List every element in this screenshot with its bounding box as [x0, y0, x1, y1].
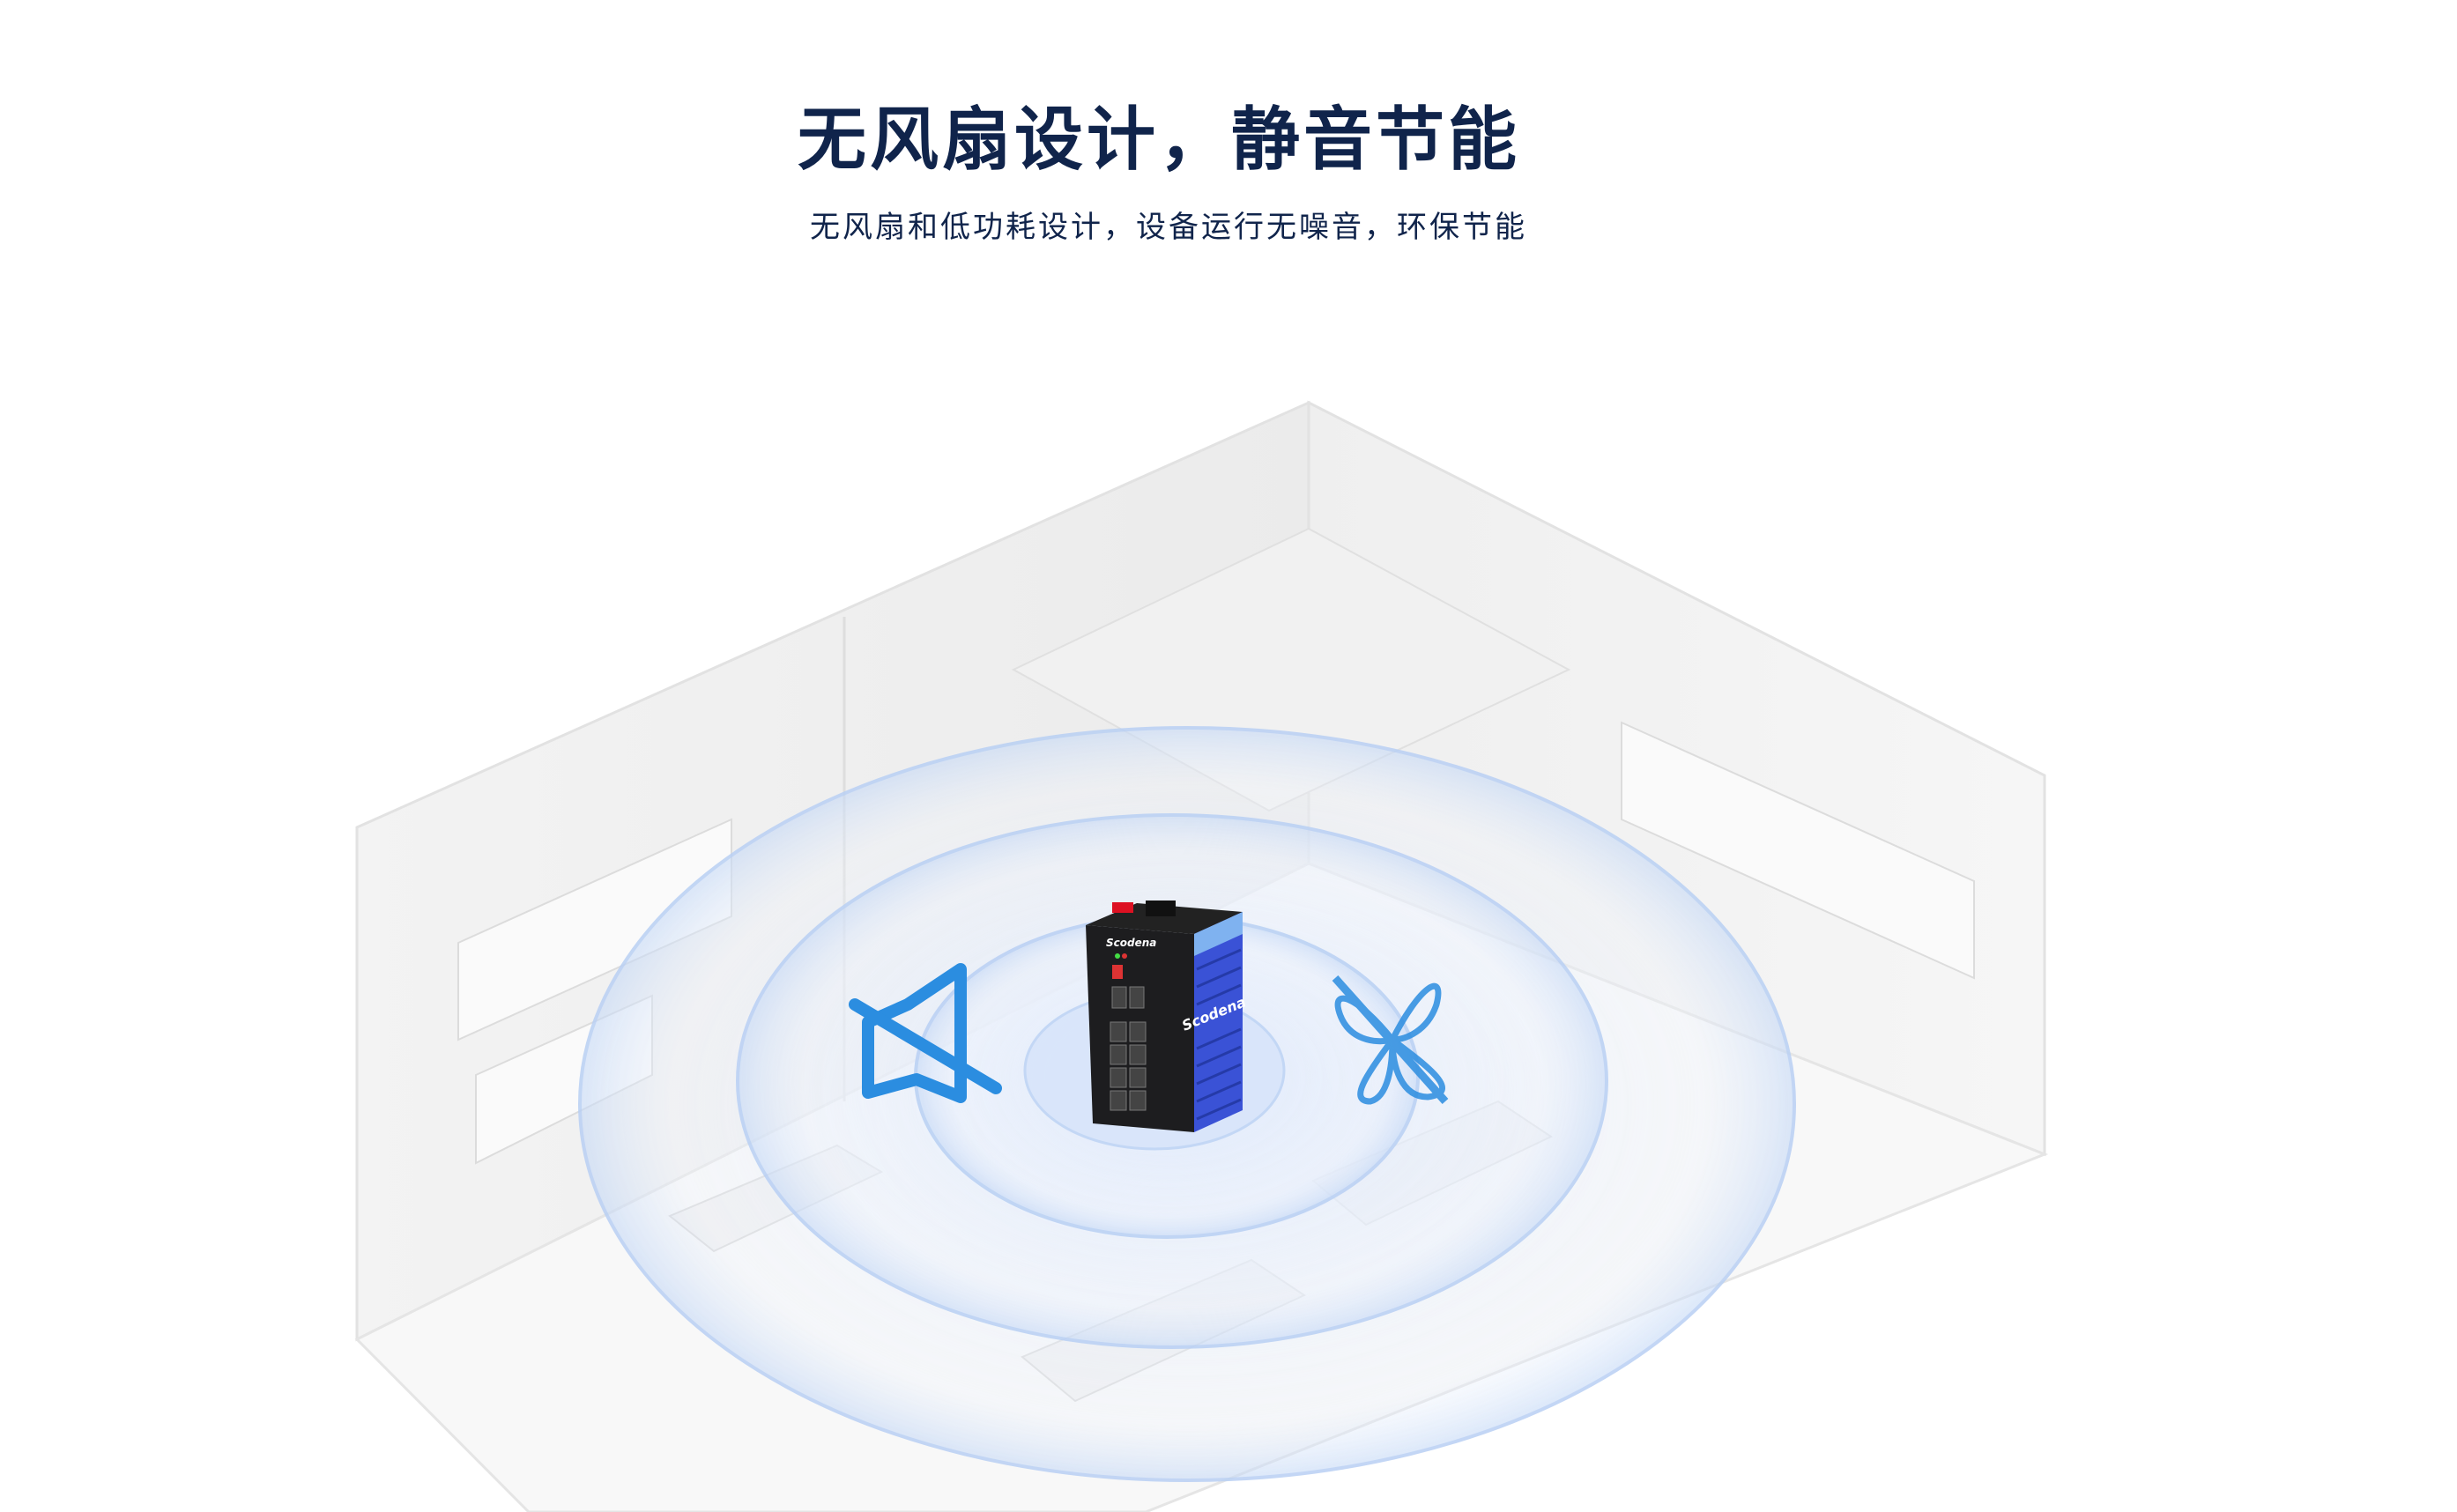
device-brand-front: Scodena: [1106, 937, 1156, 949]
fan-off-icon: [1332, 975, 1449, 1105]
mute-speaker-icon: [849, 963, 1002, 1103]
industrial-switch-device: Scodena Scodena: [1086, 901, 1248, 1132]
page-title: 无风扇设计，静音节能: [797, 100, 1520, 180]
page-subtitle: 无风扇和低功耗设计，设备运行无噪音，环保节能: [810, 210, 1527, 245]
